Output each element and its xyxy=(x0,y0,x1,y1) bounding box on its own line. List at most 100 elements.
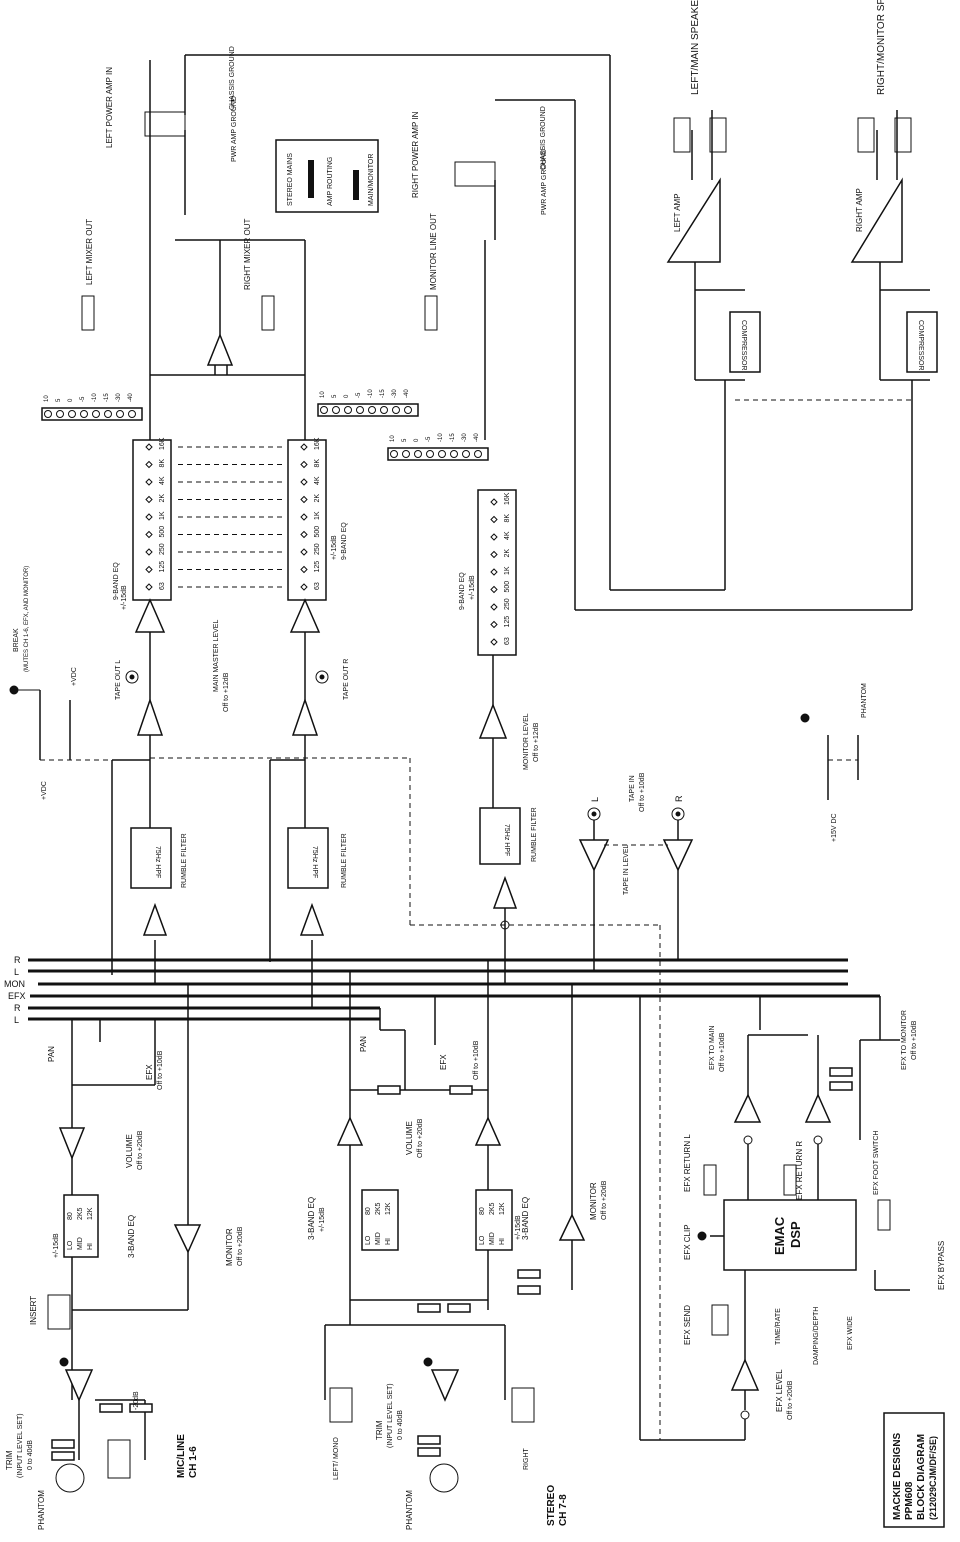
xlr-input-mic xyxy=(55,1463,85,1493)
monitor-eq-band-marker xyxy=(490,638,498,646)
bus-label-l: L xyxy=(14,967,19,977)
monitor-eq-band-16K: 16K xyxy=(504,492,511,505)
mic-eq3-range: +/-15dB xyxy=(53,1233,60,1258)
stereo-monitor-range: Off to +20dB xyxy=(601,1180,608,1220)
mic-eq3-band-hi: HI xyxy=(87,1243,94,1250)
left-eq-band-marker xyxy=(145,478,153,486)
monitor-rumble-hpf-box xyxy=(479,807,521,865)
left-master-amp xyxy=(134,598,166,633)
stereo-right-eq-label: 3-BAND EQ xyxy=(521,1197,530,1240)
bus-label-efx: EFX xyxy=(8,991,26,1001)
efx-level-amp xyxy=(730,1358,760,1391)
right-meter-tick-4: -10 xyxy=(368,389,374,398)
left-power-amp-in-jack xyxy=(144,111,186,137)
right-amp-label: RIGHT AMP xyxy=(855,188,864,232)
left-meter-tick-0: 10 xyxy=(44,395,50,402)
monitor-level-range: Off to +12dB xyxy=(533,722,540,762)
right-eq-band-marker xyxy=(300,530,308,539)
amp-routing-label: AMP ROUTING xyxy=(327,157,334,206)
tape-in-l-amp xyxy=(578,839,610,872)
efx-to-main-label: EFX TO MAIN xyxy=(709,1026,716,1070)
right-meter-led xyxy=(392,406,400,414)
left-main-speaker-out-label: LEFT/MAIN SPEAKER OUT xyxy=(690,0,701,95)
stereo-right-eq3-freq-0: 80 xyxy=(479,1207,486,1215)
right-sum-amp xyxy=(291,697,319,736)
right-eq-band-marker xyxy=(300,565,308,574)
power-amp-ins xyxy=(144,54,913,611)
stereo-right-eq3-band-hi: HI xyxy=(499,1238,506,1245)
efx-level-range: Off to +20dB xyxy=(787,1380,794,1420)
stereo-left-eq-range: +/-15dB xyxy=(319,1207,326,1232)
labels: LEFT/MAIN SPEAKER OUT RIGHT/MONITOR SPEA… xyxy=(5,0,946,1530)
right-label: RIGHT xyxy=(523,1448,530,1471)
stereo-trim-amp xyxy=(430,1369,460,1402)
tape-out-r-jack xyxy=(315,670,329,684)
vdc-minus-label: +VDC xyxy=(41,781,48,800)
mic-clip-led xyxy=(59,1357,69,1367)
right-monitor-speaker-out-label: RIGHT/MONITOR SPEAKER OUT xyxy=(876,0,887,95)
left-rumble-filter-label: RUMBLE FILTER xyxy=(181,833,188,888)
mic-trim-label: TRIM xyxy=(5,1450,14,1470)
right-meter-tick-3: -5 xyxy=(356,392,362,398)
monitor-meter-led xyxy=(426,450,434,458)
monitor-meter-tick-7: -40 xyxy=(474,433,480,442)
main-master-level-label: MAIN MASTER LEVEL xyxy=(213,620,220,692)
left-eq-range: +/-15dB xyxy=(121,585,128,610)
monitor-meter-led xyxy=(402,450,410,458)
left-meter-tick-6: -30 xyxy=(116,393,122,402)
monitor-eq-band-marker xyxy=(490,550,498,559)
left-meter-led xyxy=(56,410,64,418)
phantom-label: PHANTOM xyxy=(861,683,868,718)
monitor-eq-band-8K: 8K xyxy=(504,514,511,523)
right-meter-tick-0: 10 xyxy=(320,391,326,398)
left-eq-band-500: 500 xyxy=(159,526,166,538)
mic-monitor-range: Off to +20dB xyxy=(237,1226,244,1266)
mic-eq3-band-mid: MID xyxy=(77,1237,84,1250)
mic-efx-label: EFX xyxy=(145,1064,154,1080)
left-mono-label: LEFT/ MONO xyxy=(333,1437,340,1480)
amp-routing-switch-right xyxy=(353,170,359,200)
right-eq-band-125: 125 xyxy=(314,561,321,573)
right-amp-triangle xyxy=(850,177,903,263)
right-eq-band-1K: 1K xyxy=(314,511,321,520)
left-compressor-box xyxy=(729,311,761,373)
left-meter-led xyxy=(116,410,124,418)
right-power-amp-in-label: RIGHT POWER AMP IN xyxy=(411,111,420,198)
monitor-eq-band-marker xyxy=(490,620,498,629)
tape-in-label: TAPE IN xyxy=(629,775,636,802)
stereo-label: STEREO xyxy=(546,1485,557,1526)
monitor-meter-led xyxy=(474,450,482,458)
tape-out-r-label: TAPE OUT R xyxy=(343,659,350,700)
left-eq-band-4K: 4K xyxy=(159,476,166,485)
plus15v-label: +15V DC xyxy=(831,813,838,842)
monitor-meter-tick-1: 5 xyxy=(402,438,408,442)
monitor-eq-band-1K: 1K xyxy=(504,566,511,575)
stereo-left-eq3-freq-2: 12K xyxy=(385,1202,392,1215)
monitor-meter-tick-0: 10 xyxy=(390,435,396,442)
monitor-eq-band-marker xyxy=(490,603,498,611)
right-eq-band-500: 500 xyxy=(314,526,321,538)
left-9band-eq-box xyxy=(132,439,172,601)
left-eq-band-16K: 16K xyxy=(159,437,166,450)
left-meter-led xyxy=(128,410,136,418)
break-switch xyxy=(9,685,150,761)
left-eq-band-marker xyxy=(145,513,153,521)
mic-eq3-freq-0: 80 xyxy=(67,1212,74,1220)
right-stereo-jack xyxy=(511,1387,535,1423)
right-speaker-jack-2 xyxy=(894,117,912,153)
right-eq-label: 9-BAND EQ xyxy=(341,522,348,560)
monitor-eq-band-marker xyxy=(490,498,498,506)
right-eq-band-marker xyxy=(300,583,308,591)
mic-pan-label: PAN xyxy=(47,1046,56,1062)
right-hpf-label: 75Hz HPF xyxy=(311,846,318,878)
right-mixer-out-label: RIGHT MIXER OUT xyxy=(243,218,252,290)
left-eq-band-marker xyxy=(145,565,153,574)
main-master-range: Off to +12dB xyxy=(223,672,230,712)
mic-insert-jack xyxy=(47,1294,71,1330)
tape-out-l-jack xyxy=(125,670,139,684)
left-eq-band-2K: 2K xyxy=(159,494,166,503)
bus-lines: R L MON EFX R L xyxy=(4,955,880,1025)
mic-volume-label: VOLUME xyxy=(125,1134,134,1168)
stereo-channel xyxy=(324,960,586,1493)
time-rate-label: TIME/RATE xyxy=(775,1308,782,1345)
